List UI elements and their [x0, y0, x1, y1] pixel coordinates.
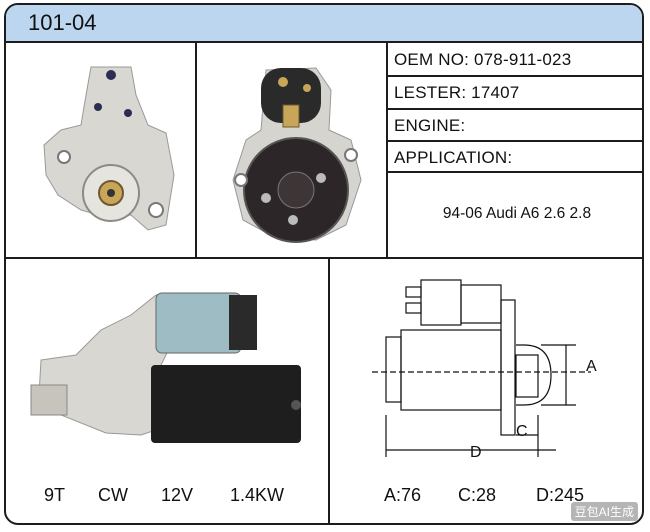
diagram-label-a: A [586, 358, 597, 375]
starter-side-view-image [30, 292, 301, 443]
power-rating: 1.4KW [230, 485, 285, 505]
dimension-a: A:76 [384, 485, 422, 505]
spec-row-line-3 [386, 140, 642, 142]
lester-number: LESTER: 17407 [394, 83, 520, 102]
divider-v-top-2 [386, 41, 388, 259]
dimension-c: C:28 [458, 485, 497, 505]
diagram-label-c: C [516, 423, 528, 440]
rotation-direction: CW [98, 485, 128, 505]
watermark: 豆包AI生成 [570, 502, 638, 521]
divider-v-top-1 [195, 41, 197, 259]
oem-number: OEM NO: 078-911-023 [394, 50, 572, 69]
divider-v-bottom [328, 257, 330, 523]
part-number-title: 101-04 [28, 10, 97, 35]
dimension-diagram [372, 279, 591, 457]
starter-rear-view-image [232, 67, 362, 243]
header-bar: 101-04 [6, 5, 642, 43]
teeth-count: 9T [44, 485, 66, 505]
divider-h-middle [6, 257, 642, 259]
application-label: APPLICATION: [394, 148, 513, 167]
diagram-label-d: D [470, 444, 482, 461]
spec-row-line-2 [386, 108, 642, 110]
spec-card: 101-04 OEM NO: 078-911-023 LESTER: 17407… [4, 3, 644, 525]
engine-label: ENGINE: [394, 116, 466, 135]
application-value: 94-06 Audi A6 2.6 2.8 [442, 205, 592, 222]
starter-front-view-image [43, 66, 175, 231]
spec-row-line-4 [386, 171, 642, 173]
voltage: 12V [161, 485, 194, 505]
dimension-d: D:245 [536, 485, 585, 505]
spec-row-line-1 [386, 75, 642, 77]
